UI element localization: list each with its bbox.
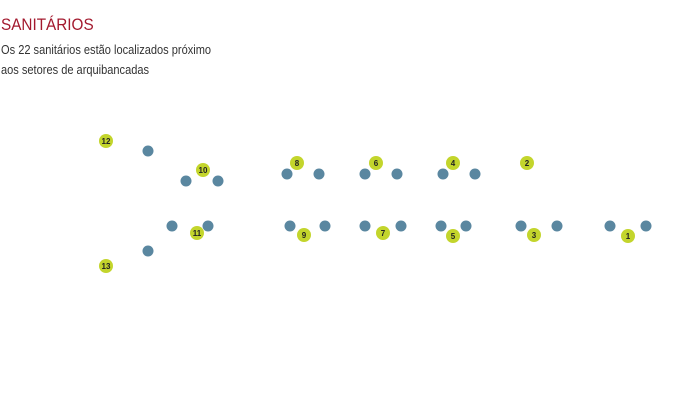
restroom-marker-3: 3 [527,228,541,242]
restroom-marker-12: 12 [99,134,113,148]
restroom-marker-circle [446,156,460,170]
restroom-marker-9: 9 [297,228,311,242]
restroom-marker-label: 5 [451,232,456,241]
restroom-marker-label: 13 [102,262,111,271]
restroom-marker-11: 11 [190,226,204,240]
restroom-marker-label: 12 [102,137,111,146]
restroom-marker-circle [99,134,113,148]
subtitle-line-2: aos setores de arquibancadas [1,62,150,77]
restroom-marker-circle [190,226,204,240]
seat-sector-dot [281,168,293,180]
restroom-marker-circle [196,163,210,177]
restroom-marker-label: 2 [525,159,530,168]
seat-sector-dot [319,220,331,232]
seat-sector-dot [202,220,214,232]
seat-sector-dot [469,168,481,180]
restroom-marker-label: 3 [532,231,537,240]
restroom-marker-1: 1 [621,229,635,243]
restroom-marker-label: 1 [626,232,631,241]
restroom-marker-circle [290,156,304,170]
restroom-marker-label: 6 [374,159,379,168]
seat-sector-dot [395,220,407,232]
page-title: SANITÁRIOS [1,15,94,34]
seat-sector-dot [284,220,296,232]
restroom-marker-8: 8 [290,156,304,170]
restroom-marker-2: 2 [520,156,534,170]
seat-sector-dot [180,175,192,187]
seat-sector-dot [604,220,616,232]
seat-sector-dot [142,245,154,257]
seat-sector-dot [551,220,563,232]
restroom-marker-circle [621,229,635,243]
seat-sector-dot [460,220,472,232]
restroom-marker-label: 10 [199,166,208,175]
restroom-marker-label: 4 [451,159,456,168]
restroom-marker-6: 6 [369,156,383,170]
restroom-marker-circle [99,259,113,273]
seat-sector-dot [359,220,371,232]
restroom-marker-4: 4 [446,156,460,170]
seat-sector-dot [515,220,527,232]
restroom-marker-circle [520,156,534,170]
restroom-marker-5: 5 [446,229,460,243]
restroom-marker-circle [376,226,390,240]
restroom-marker-circle [369,156,383,170]
restroom-marker-label: 11 [193,229,202,238]
seat-sector-dot [359,168,371,180]
subtitle-line-1: Os 22 sanitários estão localizados próxi… [1,42,212,57]
restroom-marker-circle [446,229,460,243]
seat-sector-dot [435,220,447,232]
seat-sector-dot [391,168,403,180]
seat-sector-dot [142,145,154,157]
seat-sector-dot [640,220,652,232]
restroom-marker-7: 7 [376,226,390,240]
restroom-marker-label: 7 [381,229,386,238]
seat-sector-dot [212,175,224,187]
restroom-marker-13: 13 [99,259,113,273]
seat-sector-dot [313,168,325,180]
restroom-marker-label: 8 [295,159,300,168]
restroom-marker-circle [527,228,541,242]
restroom-marker-circle [297,228,311,242]
restroom-marker-label: 9 [302,231,307,240]
restroom-marker-10: 10 [196,163,210,177]
seat-sector-dot [166,220,178,232]
seat-sector-dot [437,168,449,180]
